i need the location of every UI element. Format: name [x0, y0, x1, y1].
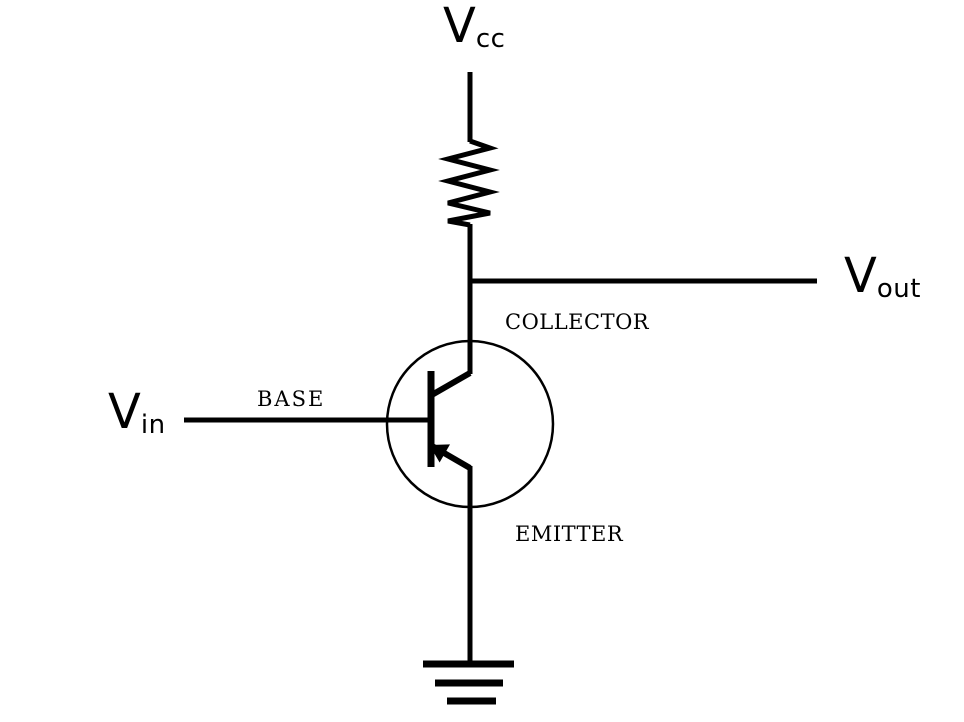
- vout-label-sub: out: [876, 274, 921, 304]
- vout-label-main: V: [844, 248, 877, 304]
- vcc-label-main: V: [443, 0, 476, 54]
- vcc-label: Vcc: [443, 2, 505, 52]
- resistor-symbol: [438, 138, 500, 228]
- vin-label: Vin: [108, 388, 166, 438]
- emitter-label: EMITTER: [515, 522, 624, 546]
- vin-label-sub: in: [140, 410, 166, 440]
- ground-icon: [423, 660, 514, 705]
- transistor-collector-lead: [428, 370, 472, 399]
- emitter-arrow-icon: [429, 444, 450, 463]
- vcc-label-sub: cc: [475, 24, 506, 54]
- vin-label-main: V: [108, 384, 141, 440]
- vout-label: Vout: [844, 252, 921, 302]
- base-label: BASE: [257, 387, 326, 411]
- collector-label: COLLECTOR: [505, 310, 650, 334]
